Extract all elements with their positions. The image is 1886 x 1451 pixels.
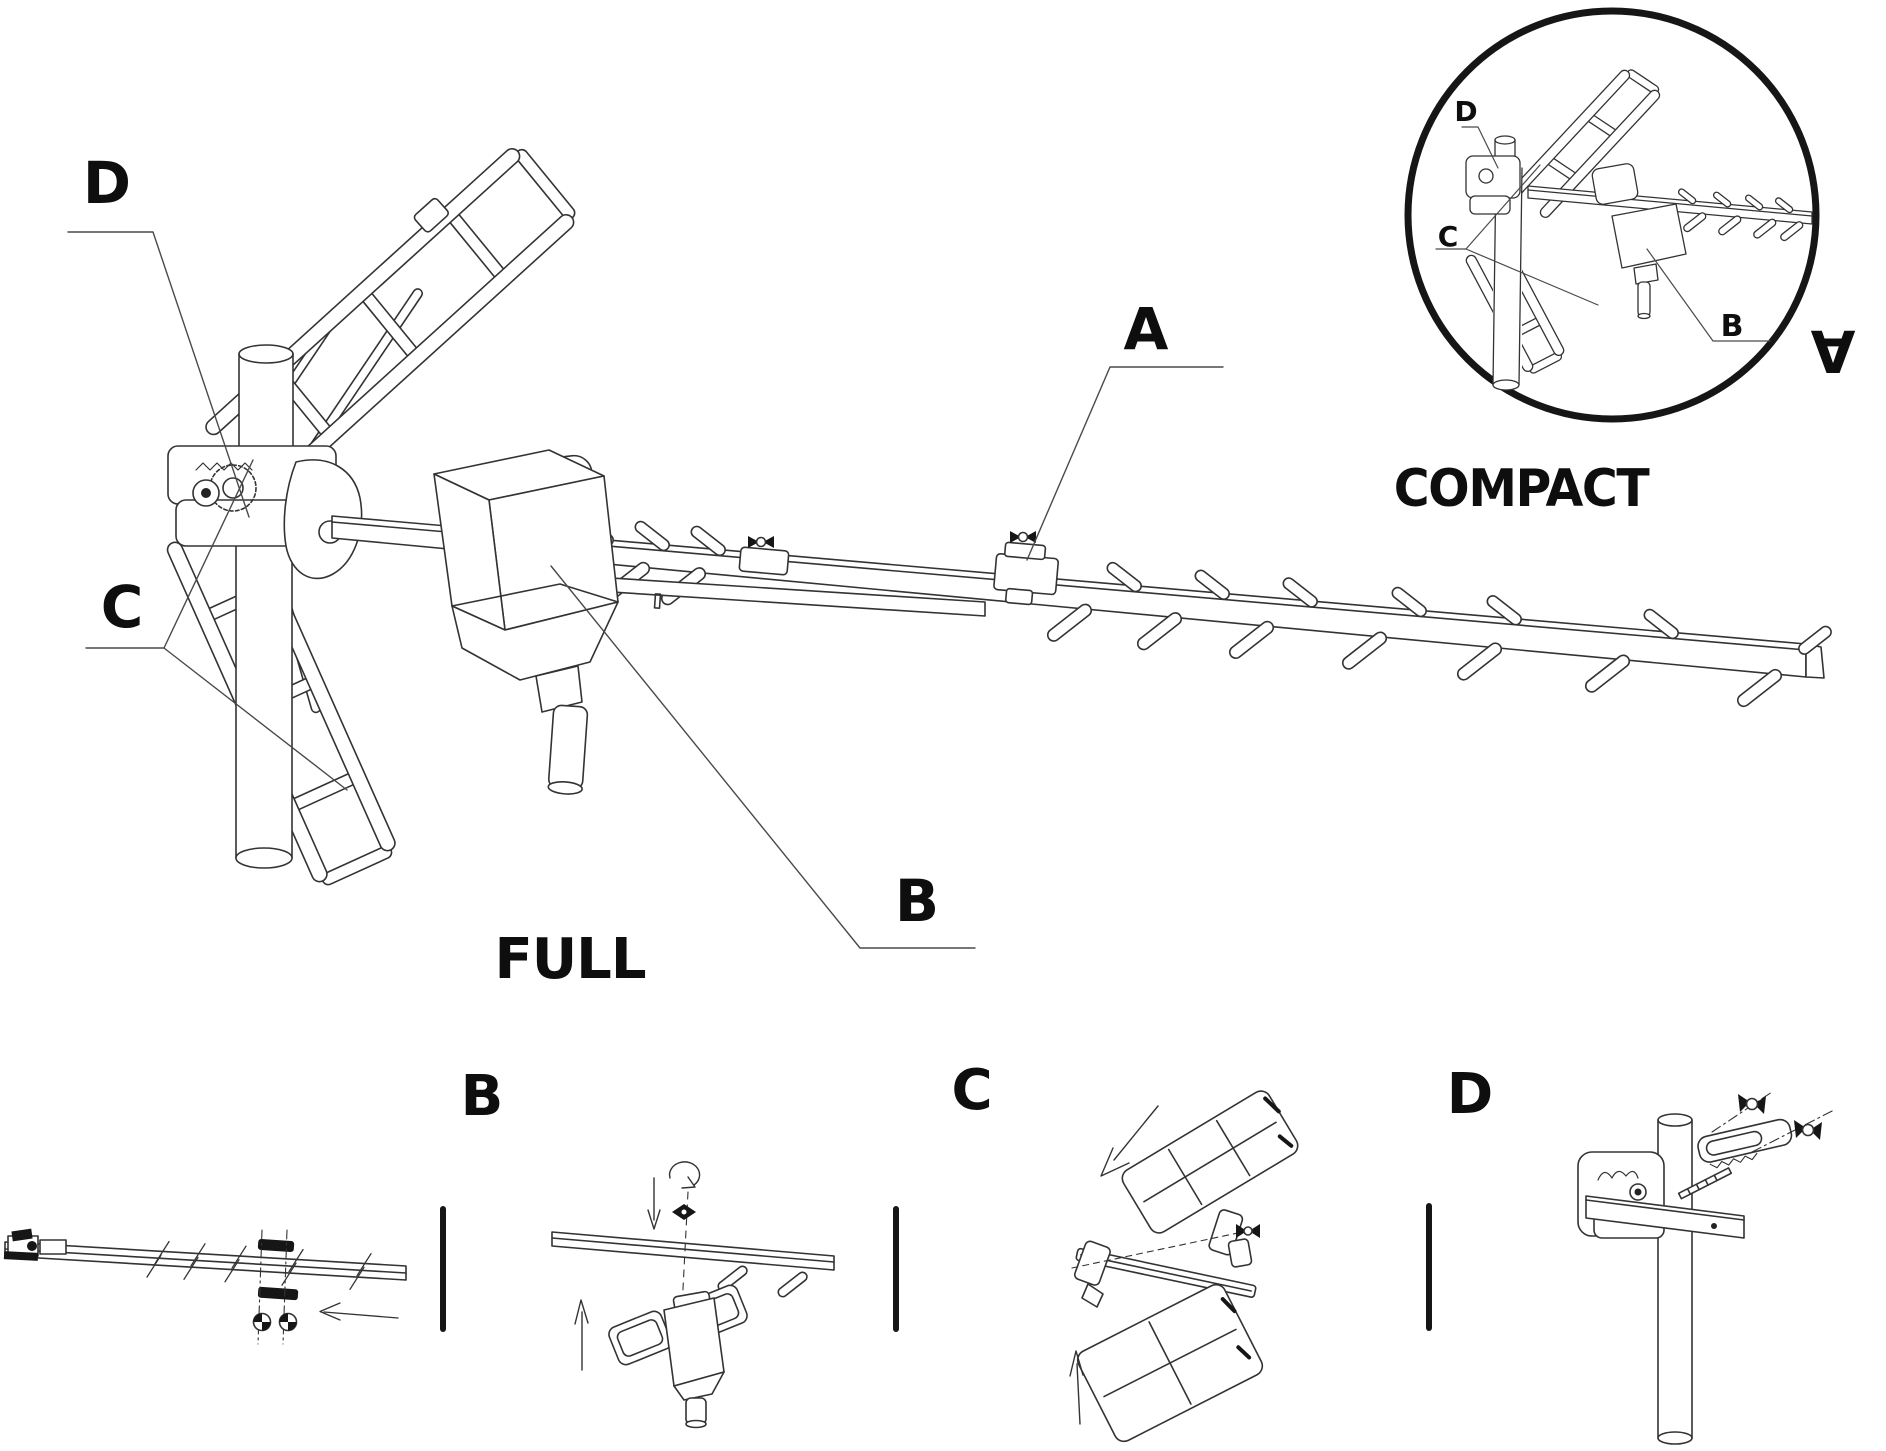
compact-callout-a-label: A (1810, 317, 1856, 385)
step-separators (440, 1203, 1432, 1332)
full-antenna-drawing (67, 147, 1832, 949)
dipole-unit (608, 1284, 748, 1429)
director-elements (578, 515, 1832, 708)
bottom-reflector-panel (1076, 1283, 1264, 1443)
dipole-housing (433, 449, 619, 795)
step-d-label: D (1446, 1062, 1494, 1127)
butterfly-nut-icon (278, 1312, 298, 1332)
compact-view-title: COMPACT (1393, 459, 1650, 519)
step-b-diagram (551, 1161, 835, 1429)
clamp-arm (1585, 1195, 1745, 1239)
wing-bolt-icon (1794, 1120, 1822, 1140)
wing-bolt-icon (1738, 1094, 1766, 1114)
compact-inset (1404, 7, 1820, 423)
full-callout-b-label: B (894, 867, 940, 935)
full-callout-c-label: C (100, 573, 144, 641)
step-a-diagram (3, 1228, 407, 1345)
up-arrow-icon (574, 1299, 589, 1371)
wing-nut-icon (672, 1204, 696, 1220)
boom-bracket-wing-bolt (738, 536, 790, 576)
threaded-rod (1677, 1167, 1733, 1200)
step-b-label: B (460, 1064, 504, 1129)
mast-clamp (167, 445, 363, 580)
rotate-arrow-icon (668, 1161, 701, 1189)
axis-lines (1711, 1091, 1835, 1153)
full-callout-d-label: D (82, 149, 132, 217)
compact-leader-lines (1435, 126, 1771, 342)
top-reflector-panel (1121, 1090, 1299, 1234)
butterfly-nut-icon (252, 1312, 272, 1332)
wing-bolt-icon (1236, 1224, 1260, 1238)
up-arrow-icon (1069, 1350, 1084, 1425)
full-callout-a-label: A (1123, 295, 1169, 363)
side-view-elements (146, 1240, 372, 1290)
step-c-diagram (1069, 1090, 1299, 1443)
step-d-diagram (1577, 1091, 1835, 1445)
step-c-label: C (951, 1058, 993, 1123)
mast-pole (235, 344, 294, 869)
compact-callout-c-label: C (1437, 220, 1459, 253)
left-arrow-icon (319, 1302, 399, 1321)
panel-mount-bracket (1071, 1209, 1260, 1308)
callout-leader-lines (67, 231, 1224, 949)
step-separator (893, 1206, 899, 1332)
full-view-title: FULL (494, 927, 646, 992)
insert-arrow-icon (1100, 1105, 1159, 1177)
clamp-plate (1697, 1118, 1793, 1169)
down-arrow-icon (647, 1177, 661, 1230)
boom-clamp (993, 531, 1060, 606)
side-view-hub (3, 1228, 67, 1261)
compact-callout-b-label: B (1720, 309, 1744, 344)
compact-callout-d-label: D (1454, 95, 1478, 128)
step-separator (440, 1206, 446, 1332)
compact-antenna-drawing (1465, 69, 1813, 391)
step-separator (1426, 1203, 1432, 1331)
